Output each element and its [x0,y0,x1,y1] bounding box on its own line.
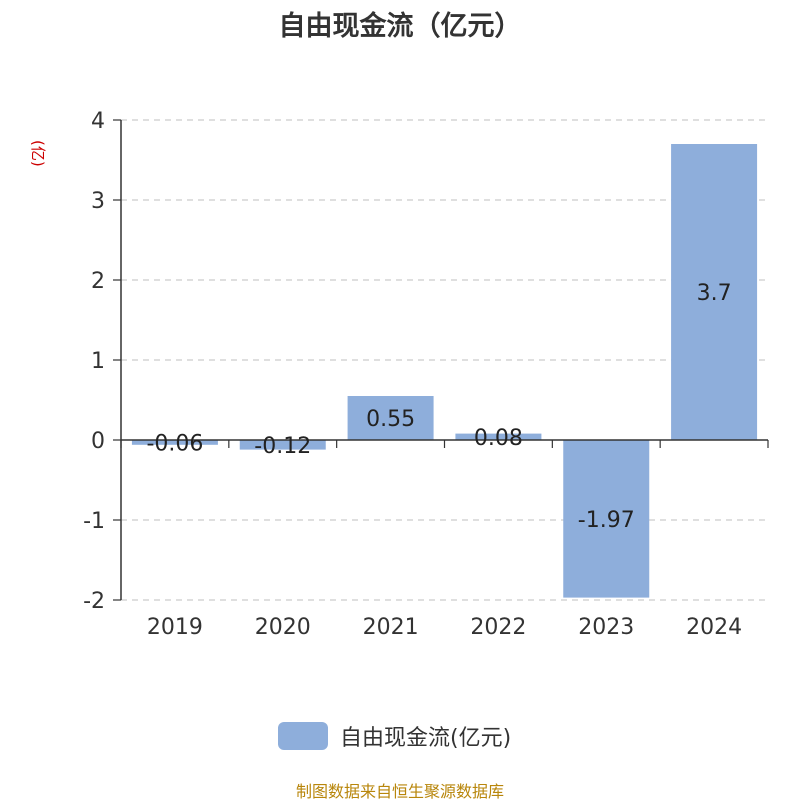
chart-title: 自由现金流（亿元） [278,11,522,42]
legend-swatch [278,722,328,750]
y-tick-label: -2 [83,589,105,614]
y-tick-label: 0 [91,429,105,454]
bar [347,396,434,440]
data-label: -1.97 [578,508,635,533]
data-label: -0.12 [254,434,311,459]
bar [239,440,326,450]
bar [563,440,650,598]
x-tick-label: 2021 [363,615,419,640]
x-tick-label: 2024 [686,615,742,640]
legend-label: 自由现金流(亿元) [340,726,512,751]
data-label: 0.08 [474,426,523,451]
x-tick-label: 2022 [470,615,526,640]
y-tick-label: 1 [91,349,105,374]
data-label: 3.7 [697,281,732,306]
y-tick-label: 3 [91,189,105,214]
y-tick-label: 4 [91,109,105,134]
bar [455,433,542,440]
data-label: 0.55 [366,407,415,432]
bar-chart: 4 3 2 1 0 -1 -2 -0.06 -0.12 0.55 0.08 -1.97 3.7 2019 2… [83,109,769,640]
data-label: -0.06 [146,431,203,456]
data-source-note: 制图数据来自恒生聚源数据库 [295,782,504,801]
bar [671,144,758,440]
y-tick-label: 2 [91,269,105,294]
x-tick-label: 2023 [578,615,634,640]
legend[interactable]: 自由现金流(亿元) [278,720,511,752]
bar [131,440,218,445]
x-tick-label: 2019 [147,615,203,640]
x-tick-label: 2020 [255,615,311,640]
y-tick-label: -1 [83,509,105,534]
